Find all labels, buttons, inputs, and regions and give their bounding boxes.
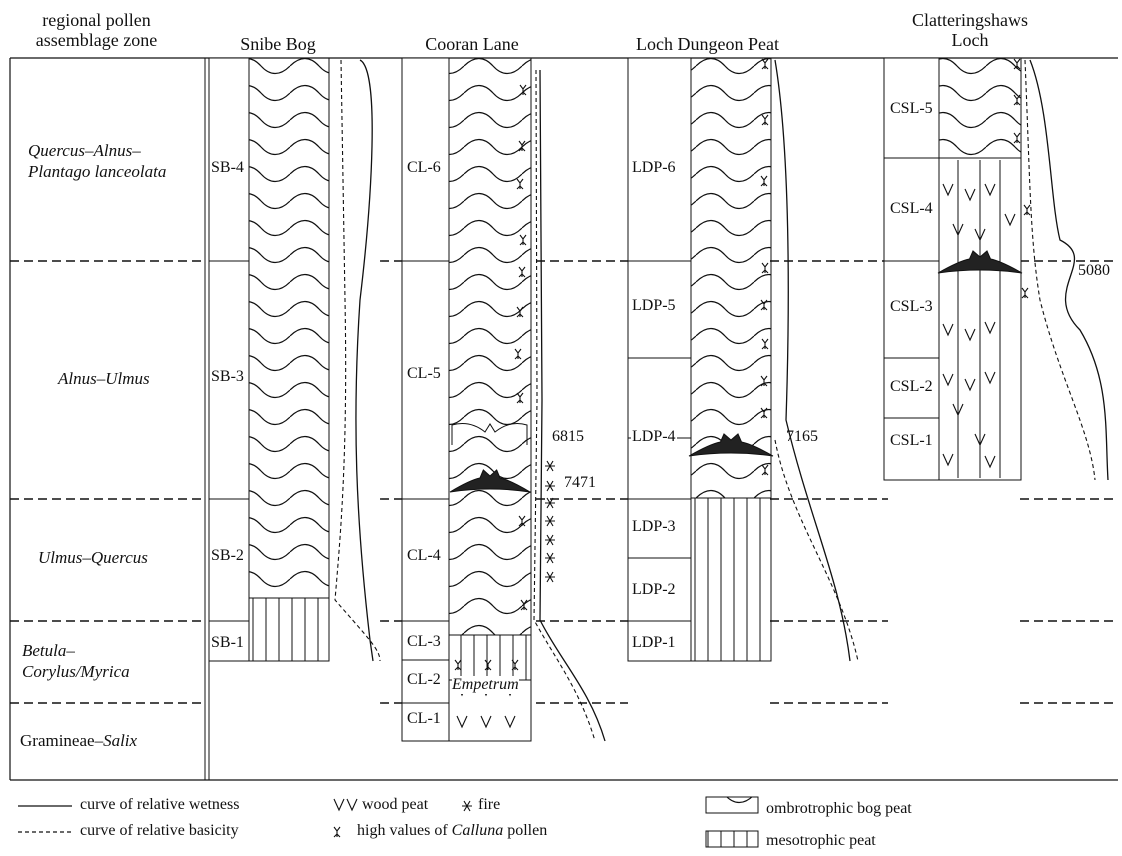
csl-label-strip (884, 58, 939, 480)
legend-basicity-label: curve of relative basicity (80, 822, 239, 840)
ldp-basicity-curve (775, 440, 858, 661)
label-ldp-2: LDP-2 (631, 581, 677, 599)
legend-ombrotrophic-swatch (706, 797, 758, 813)
label-ldp-1: LDP-1 (631, 634, 677, 652)
csl-calluna-4 (1022, 288, 1028, 298)
label-sb-1: SB-1 (210, 634, 245, 652)
label-sb-4: SB-4 (210, 159, 245, 177)
label-ldp-4: LDP-4 (631, 428, 677, 446)
cooran-mesotrophic-peat (449, 635, 531, 680)
zone-label-3: Ulmus–Quercus (38, 547, 148, 568)
legend-wood-v-2 (347, 799, 357, 810)
cooran-fire-5 (545, 553, 555, 563)
label-cl-6: CL-6 (406, 159, 442, 177)
date-6815: 6815 (552, 428, 584, 446)
label-csl-2: CSL-2 (889, 378, 934, 396)
label-ldp-3: LDP-3 (631, 518, 677, 536)
legend-mesotrophic-swatch (706, 831, 758, 847)
zone-label-1: Quercus–Alnus– Plantago lanceolata (28, 140, 166, 182)
zone-header-line2: assemblage zone (14, 30, 179, 50)
calluna-suffix: pollen (503, 822, 547, 839)
label-cl-5: CL-5 (406, 365, 442, 383)
legend-mesotrophic-label: mesotrophic peat (766, 832, 876, 850)
legend-wood-v-1 (334, 799, 344, 810)
site-header-loch-dungeon: Loch Dungeon Peat (620, 34, 795, 54)
zone-1-line2: Plantago lanceolata (28, 161, 166, 182)
date-7471: 7471 (564, 474, 596, 492)
calluna-prefix: high values of (357, 822, 452, 839)
label-csl-1: CSL-1 (889, 432, 934, 450)
ldp-ombrotrophic-peat (691, 58, 771, 498)
ldp-wetness-curve (775, 60, 850, 661)
zone-label-5: Gramineae–Salix (20, 730, 137, 751)
cooran-fire-1 (545, 481, 555, 491)
legend-fire-symbol (462, 801, 472, 811)
label-ldp-6: LDP-6 (631, 159, 677, 177)
legend-calluna-label: high values of Calluna pollen (357, 822, 547, 840)
label-cl-1: CL-1 (406, 710, 442, 728)
csl-ombrotrophic-peat (939, 58, 1021, 158)
site-header-snibe: Snibe Bog (218, 34, 338, 54)
snibe-ombrotrophic-peat (249, 58, 329, 598)
date-5080: 5080 (1078, 262, 1110, 280)
cooran-fire-6 (545, 572, 555, 582)
site-header-clatteringshaws: Clatteringshaws Loch (880, 10, 1060, 50)
zone-5-italic: Salix (103, 731, 137, 750)
label-csl-4: CSL-4 (889, 200, 934, 218)
cooran-wetness-curve (540, 70, 605, 741)
label-cl-3: CL-3 (406, 633, 442, 651)
zone-label-4: Betula– Corylus/Myrica (22, 640, 130, 682)
label-csl-5: CSL-5 (889, 100, 934, 118)
cooran-ombrotrophic-peat (449, 58, 531, 635)
legend-wood-peat-label: wood peat (362, 796, 428, 814)
snibe-wetness-curve (356, 60, 373, 661)
zone-label-2: Alnus–Ulmus (58, 368, 150, 389)
legend-calluna-symbol (334, 827, 340, 837)
label-ldp-5: LDP-5 (631, 297, 677, 315)
legend-wetness-label: curve of relative wetness (80, 796, 239, 814)
cooran-fire-3 (545, 516, 555, 526)
site-header-cooran: Cooran Lane (412, 34, 532, 54)
zone-5-text: Gramineae– (20, 731, 103, 750)
ldp-label-strip (628, 58, 691, 661)
empetrum-annotation: Empetrum (452, 676, 519, 694)
site-header-clatteringshaws-line1: Clatteringshaws (880, 10, 1060, 30)
snibe-label-strip (209, 58, 249, 661)
cooran-fire-0 (545, 461, 555, 471)
zone-column-header: regional pollen assemblage zone (14, 10, 179, 50)
zone-header-line1: regional pollen (14, 10, 179, 30)
label-sb-3: SB-3 (210, 368, 245, 386)
snibe-mesotrophic-peat (249, 598, 329, 661)
cooran-basicity-curve (534, 70, 595, 741)
date-7165: 7165 (786, 428, 818, 446)
zone-4-line2: Corylus/Myrica (22, 661, 130, 682)
legend-ombrotrophic-label: ombrotrophic bog peat (766, 800, 912, 818)
label-cl-4: CL-4 (406, 547, 442, 565)
legend-fire-label: fire (478, 796, 500, 814)
site-header-clatteringshaws-line2: Loch (880, 30, 1060, 50)
label-csl-3: CSL-3 (889, 298, 934, 316)
label-sb-2: SB-2 (210, 547, 245, 565)
cooran-fire-4 (545, 535, 555, 545)
ldp-mesotrophic-peat (691, 498, 771, 661)
label-cl-2: CL-2 (406, 671, 442, 689)
zone-4-line1: Betula– (22, 640, 130, 661)
zone-1-line1: Quercus–Alnus– (28, 140, 166, 161)
csl-calluna-3 (1024, 205, 1030, 215)
calluna-italic: Calluna (452, 822, 504, 839)
